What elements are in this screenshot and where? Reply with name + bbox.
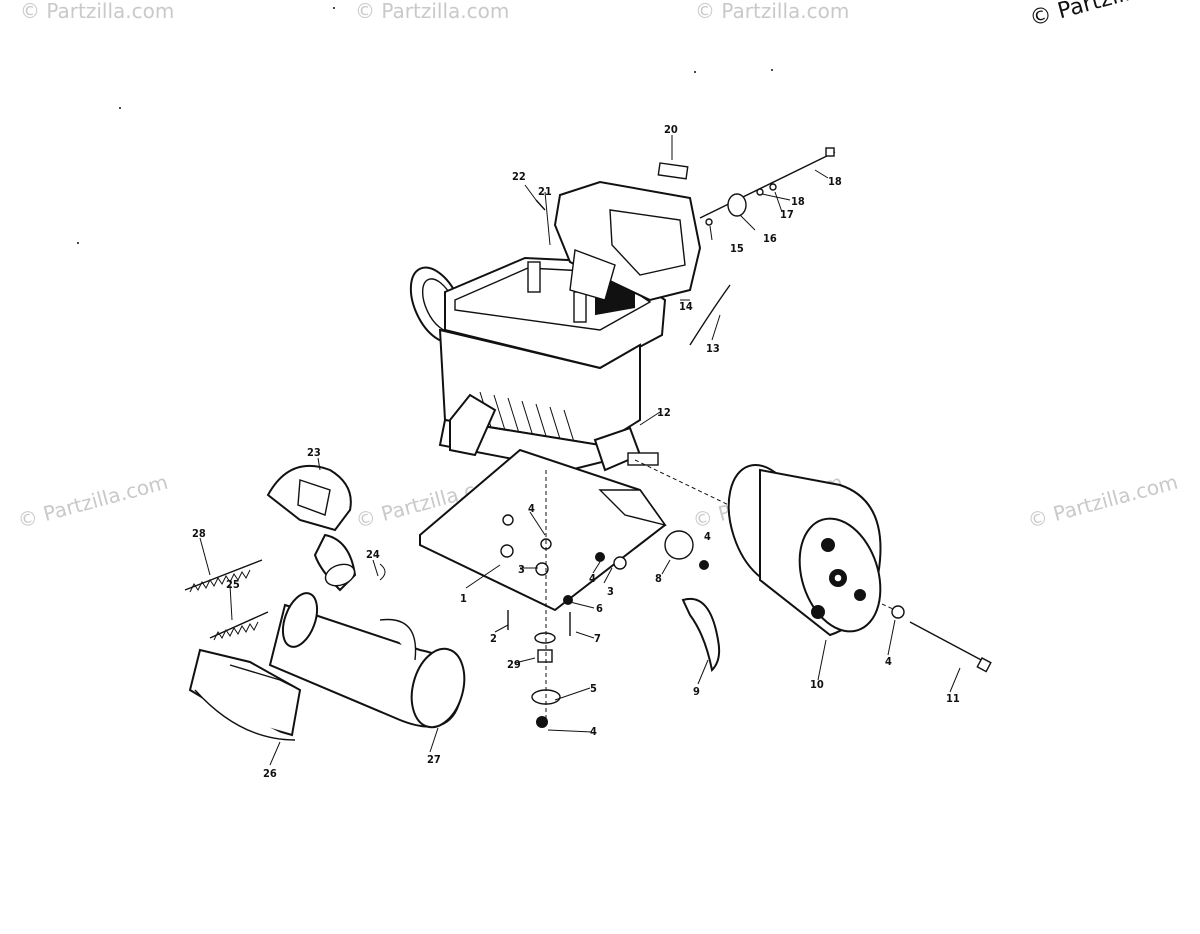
lock-washer xyxy=(563,595,573,605)
manifold-port xyxy=(297,479,331,516)
callout-16: 16 xyxy=(763,232,777,245)
callout-14: 14 xyxy=(679,300,693,313)
washer xyxy=(891,605,905,619)
callout-7: 7 xyxy=(594,632,601,645)
callout-29: 29 xyxy=(507,658,521,671)
clutch-bolt xyxy=(909,621,986,663)
exhaust-spring xyxy=(184,559,263,591)
drive-clutch xyxy=(727,463,882,637)
muffler-end-cap xyxy=(410,647,466,729)
clutch-weight xyxy=(811,605,825,619)
heat-shield-flange xyxy=(229,664,301,691)
callout-10: 10 xyxy=(810,678,824,691)
callout-20: 20 xyxy=(664,123,678,136)
muffler-outlet-elbow xyxy=(379,618,417,661)
rubber-mount xyxy=(664,530,694,560)
callout-9: 9 xyxy=(693,685,700,698)
muffler-inlet xyxy=(281,592,319,648)
watermark-top-right: © Partzilla.com xyxy=(1027,0,1197,32)
callout-22: 22 xyxy=(512,170,526,183)
callout-4: 4 xyxy=(590,725,597,738)
callout-13: 13 xyxy=(706,342,720,355)
drive-belt xyxy=(681,597,721,673)
washer-large xyxy=(727,193,747,217)
heat-shield-curve xyxy=(194,689,296,741)
callout-4: 4 xyxy=(589,572,596,585)
mount-plate-flange xyxy=(598,489,667,527)
bushing xyxy=(537,649,553,663)
callout-15: 15 xyxy=(730,242,744,255)
callout-3: 3 xyxy=(518,563,525,576)
callout-3: 3 xyxy=(607,585,614,598)
washer-small xyxy=(705,218,713,226)
watermark: © Partzilla.com xyxy=(20,0,174,23)
mounting-bolt xyxy=(699,151,836,219)
washer-small xyxy=(756,188,764,196)
bolt-head xyxy=(825,147,835,157)
callout-26: 26 xyxy=(263,767,277,780)
spring-hook xyxy=(379,563,386,581)
nut xyxy=(595,552,605,562)
callout-18: 18 xyxy=(828,175,842,188)
callout-17: 17 xyxy=(780,208,794,221)
callout-6: 6 xyxy=(596,602,603,615)
leader-lines xyxy=(199,169,961,766)
recoil-side-cover xyxy=(449,393,497,457)
callout-23: 23 xyxy=(307,446,321,459)
air-silencer-lid xyxy=(609,209,686,276)
fuel-line xyxy=(689,284,731,346)
watermark: © Partzilla.com xyxy=(1025,470,1180,533)
callout-labels: 1 2 3 3 4 4 4 4 4 5 6 7 8 9 10 11 12 13 … xyxy=(192,123,960,780)
carburetor xyxy=(569,249,616,301)
callout-25: 25 xyxy=(226,578,240,591)
clutch-bolt-head xyxy=(976,657,992,673)
exhaust-spring xyxy=(209,611,269,639)
clutch-weight xyxy=(854,589,866,601)
callout-2: 2 xyxy=(490,632,497,645)
callout-11: 11 xyxy=(946,692,960,705)
watermark: © Partzilla.com xyxy=(355,0,509,23)
nut xyxy=(699,560,709,570)
callout-27: 27 xyxy=(427,753,441,766)
callout-4: 4 xyxy=(528,502,535,515)
spark-plug xyxy=(573,291,587,323)
screw xyxy=(535,199,546,211)
scan-specks xyxy=(77,7,773,244)
nut xyxy=(536,716,548,728)
callout-1: 1 xyxy=(460,592,467,605)
heat-shield xyxy=(188,648,302,737)
washer xyxy=(613,556,627,570)
spacer xyxy=(534,632,556,644)
engine-mount-plate xyxy=(419,448,667,612)
engine-assembly xyxy=(409,180,702,472)
decal xyxy=(657,162,689,180)
callout-28: 28 xyxy=(192,527,206,540)
watermark: © Partzilla.com xyxy=(15,470,170,533)
pipe-flange xyxy=(324,563,356,587)
watermark: © Partzilla.com xyxy=(695,0,849,23)
clutch-bore xyxy=(833,573,843,583)
callout-5: 5 xyxy=(590,682,597,695)
spark-plug xyxy=(527,261,541,293)
clutch-weight xyxy=(821,538,835,552)
crankshaft-end xyxy=(627,452,659,466)
callout-24: 24 xyxy=(366,548,380,561)
callout-8: 8 xyxy=(655,572,662,585)
callout-18: 18 xyxy=(791,195,805,208)
callout-12: 12 xyxy=(657,406,671,419)
callout-4: 4 xyxy=(885,655,892,668)
nut xyxy=(502,514,514,526)
washer-small xyxy=(769,183,777,191)
callout-4: 4 xyxy=(704,530,711,543)
washer xyxy=(535,562,549,576)
washer xyxy=(500,544,514,558)
callout-21: 21 xyxy=(538,185,552,198)
